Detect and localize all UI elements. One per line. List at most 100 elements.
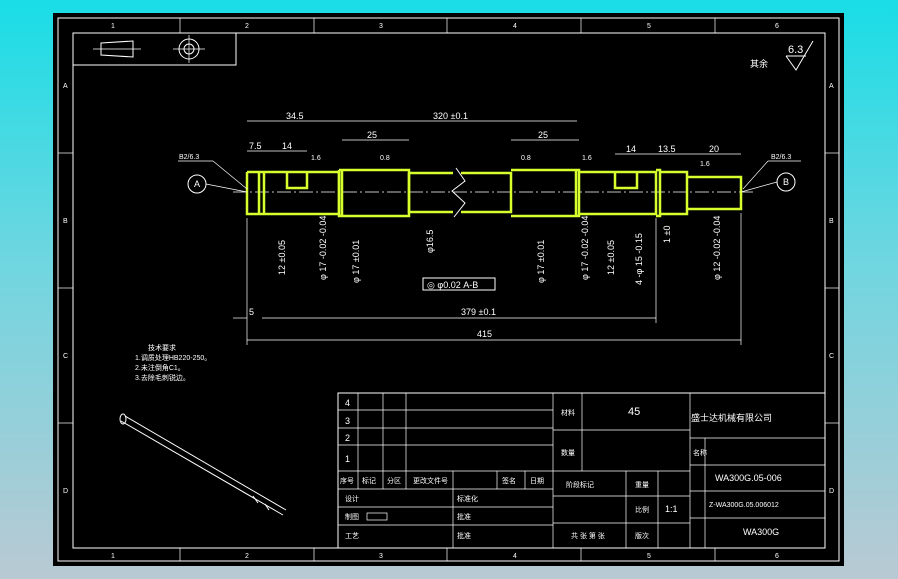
approve-label-2: 批准 [457, 531, 471, 540]
center-hole-left: B2/6.3 [179, 154, 199, 161]
isometric-shaft-view [119, 413, 287, 516]
dim-14-left: 14 [282, 141, 292, 151]
stage-label: 阶段标记 [566, 480, 594, 489]
technical-notes: 技术要求 1.调质处理HB220-250。 2.未注倒角C1。 3.去除毛刺锐边… [135, 343, 211, 382]
tolerance-text: ◎ φ0.02 A-B [427, 280, 478, 290]
material-label: 材料 [561, 408, 575, 417]
weight-label: 重量 [635, 481, 649, 489]
projection-symbol [72, 32, 237, 66]
model-name: WA300G [743, 527, 779, 537]
process-label: 工艺 [345, 532, 359, 540]
drawing-sheet: 1 2 3 4 5 6 1 2 3 4 5 6 A B C D A B C D … [53, 13, 844, 566]
zone-bottom-5: 5 [647, 553, 651, 560]
length-dimensions: 5 379 ±0.1 415 [233, 213, 742, 345]
zone-right-c: C [829, 353, 834, 360]
zone-top-2: 2 [245, 23, 249, 30]
surface-finish-label: 其余 [750, 58, 768, 69]
rev-head-mark: 标记 [362, 476, 376, 485]
version-label: 版次 [635, 531, 649, 540]
dim-25-left: 25 [367, 130, 377, 140]
zone-left-d: D [63, 488, 68, 495]
drawing-number: WA300G.05-006 [715, 473, 782, 483]
roughness-3: 0.8 [521, 155, 531, 162]
zone-right-d: D [829, 488, 834, 495]
rev-head-seq: 序号 [340, 476, 354, 485]
zone-top-4: 4 [513, 23, 517, 30]
rev-head-sign: 签名 [502, 476, 516, 485]
dim-v-17-a: φ 17 -0.02 -0.04 [318, 216, 328, 280]
roughness-2: 0.8 [380, 155, 390, 162]
title-block: 4 3 2 1 序号 标记 分区 更改文件号 签名 日期 设计 标准化 制图 批… [337, 392, 826, 549]
rev-row-4: 4 [345, 398, 350, 408]
zone-left-c: C [63, 353, 68, 360]
dim-v-12-c: φ 12 -0.02 -0.04 [712, 216, 722, 280]
drawing-code: Z-WA300G.05.006012 [709, 502, 779, 509]
design-label: 设计 [345, 494, 359, 503]
material-value: 45 [628, 406, 640, 418]
zone-right-a: A [829, 83, 834, 90]
rev-row-2: 2 [345, 433, 350, 443]
dim-v-4: 4 -φ 15 -0.15 [634, 233, 644, 285]
outer-border [57, 17, 840, 562]
zone-top-6: 6 [775, 23, 779, 30]
tech-note-2: 2.未注倒角C1。 [135, 363, 185, 372]
datum-a: A B2/6.3 [178, 154, 248, 194]
datum-b-label: B [783, 177, 789, 187]
break-line [451, 167, 466, 218]
geometric-tolerance: ◎ φ0.02 A-B [422, 277, 496, 291]
dim-v-1: 1 ±0 [662, 226, 672, 243]
surface-finish-value: 6.3 [788, 44, 803, 56]
sheet-label: 共 张 第 张 [571, 531, 605, 540]
dim-v-17-c: φ 17 ±0.01 [536, 240, 546, 283]
scale-value: 1:1 [665, 504, 678, 514]
zone-left-a: A [63, 83, 68, 90]
tech-note-1: 1.调质处理HB220-250。 [135, 353, 211, 362]
rev-head-doc: 更改文件号 [413, 476, 448, 485]
scale-label: 比例 [635, 505, 649, 514]
zone-right-b: B [829, 218, 834, 225]
approve-label-1: 批准 [457, 512, 471, 521]
surface-finish-symbol: 其余 6.3 [750, 40, 814, 71]
name-label: 名称 [693, 448, 707, 457]
dim-v-17-b: φ 17 ±0.01 [351, 240, 361, 283]
rev-head-date: 日期 [530, 477, 544, 485]
zone-top-1: 1 [111, 23, 115, 30]
shaft-outline [245, 168, 743, 218]
center-hole-right: B2/6.3 [771, 154, 791, 161]
roughness-1: 1.6 [311, 155, 321, 162]
datum-a-label: A [194, 179, 200, 189]
dim-379: 379 ±0.1 [461, 307, 496, 317]
dim-415: 415 [477, 329, 492, 339]
dim-v-12-right: 12 ±0.05 [606, 240, 616, 275]
diameter-dimensions: 12 ±0.05 φ 17 -0.02 -0.04 φ 17 ±0.01 φ16… [277, 216, 722, 285]
rev-row-3: 3 [345, 416, 350, 426]
dim-5: 5 [249, 307, 254, 317]
standard-label: 标准化 [457, 494, 478, 503]
company-name: 盛士达机械有限公司 [691, 412, 772, 423]
quantity-label: 数量 [561, 448, 575, 457]
zone-bottom-4: 4 [513, 553, 517, 560]
zone-top-5: 5 [647, 23, 651, 30]
dim-v-12-left: 12 ±0.05 [277, 240, 287, 275]
rev-head-zone: 分区 [387, 476, 401, 485]
tech-note-3: 3.去除毛刺锐边。 [135, 373, 190, 382]
zone-left-b: B [63, 218, 68, 225]
dim-v-17-d: φ 17 -0.02 -0.04 [580, 216, 590, 280]
dim-14-right: 14 [626, 144, 636, 154]
dim-v-16-5: φ16.5 [425, 230, 435, 253]
zone-bottom-6: 6 [775, 553, 779, 560]
dim-13-5: 13.5 [658, 144, 676, 154]
roughness-5: 1.6 [700, 161, 710, 168]
top-dimensions: 34.5 320 ±0.1 7.5 14 25 25 14 13.5 20 1.… [247, 111, 741, 168]
dim-20: 20 [709, 144, 719, 154]
zone-bottom-3: 3 [379, 553, 383, 560]
datum-b: B B2/6.3 [740, 154, 801, 193]
draw-label: 制图 [345, 512, 359, 521]
zone-bottom-2: 2 [245, 553, 249, 560]
dim-34-5: 34.5 [286, 111, 304, 121]
dim-7-5: 7.5 [249, 141, 262, 151]
tech-note-title: 技术要求 [148, 343, 176, 352]
zone-top-3: 3 [379, 23, 383, 30]
rev-row-1: 1 [345, 454, 350, 464]
roughness-4: 1.6 [582, 155, 592, 162]
